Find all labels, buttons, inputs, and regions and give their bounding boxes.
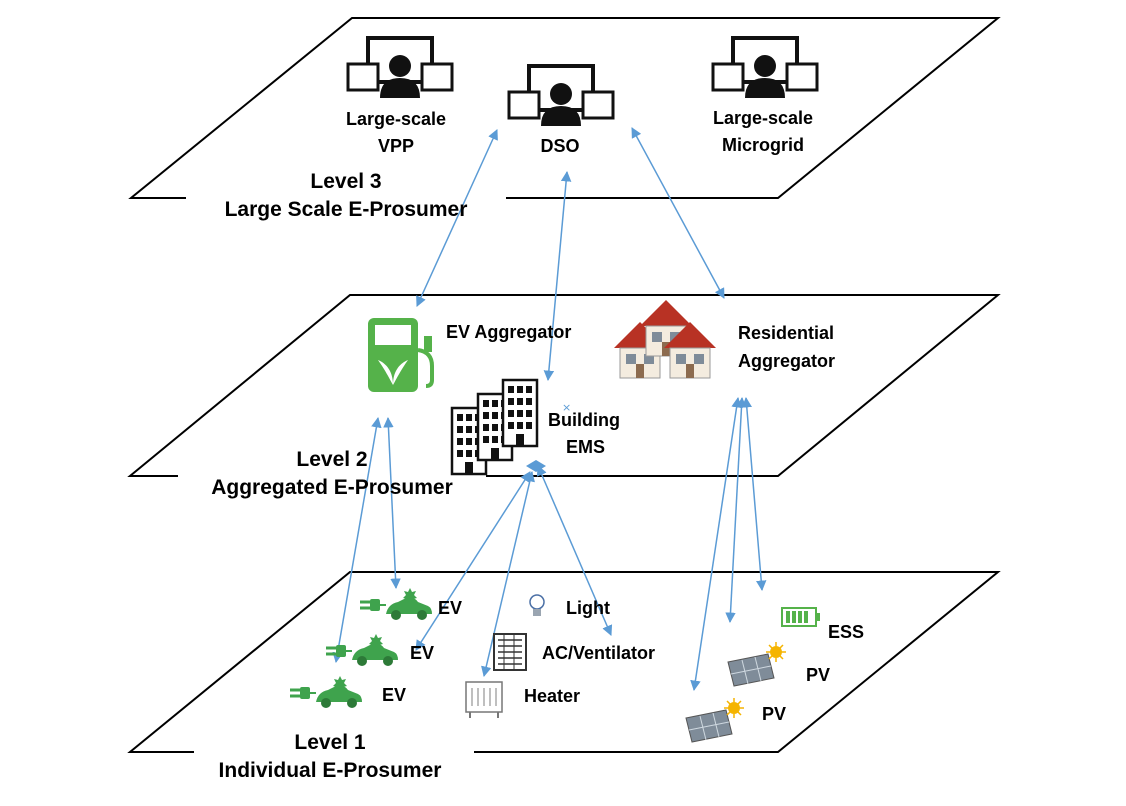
building-ems-label-line2: EMS	[566, 437, 605, 457]
fuel-station-icon	[368, 318, 434, 392]
level1-label-box	[194, 722, 474, 784]
arrow-building-heater	[481, 470, 535, 678]
arrow-evagg-ev1	[383, 416, 401, 590]
lightbulb-icon	[529, 594, 545, 616]
level3-label-line2: Large Scale E-Prosumer	[225, 198, 468, 221]
heater-icon	[465, 681, 503, 718]
microgrid-label-line1: Large-scale	[713, 108, 813, 128]
arrow-vpp-evagg	[416, 129, 498, 307]
ev-label-3: EV	[382, 685, 406, 705]
ac-unit-icon	[493, 633, 527, 671]
light-label: Light	[566, 598, 610, 618]
ev-aggregator-label: EV Aggregator	[446, 322, 571, 342]
ev-label-2: EV	[410, 643, 434, 663]
building-ems-label-line1: Building	[548, 410, 620, 430]
level1-label-line1: Level 1	[294, 731, 366, 754]
residential-aggregator-label-line1: Residential	[738, 323, 834, 343]
level2-label-line2: Aggregated E-Prosumer	[211, 476, 453, 499]
connection-arrows	[332, 127, 767, 692]
x-marker: ×	[562, 401, 571, 414]
arrow-microgrid-residential	[631, 127, 725, 299]
arrow-evagg-ev3	[332, 416, 382, 664]
heater-label: Heater	[524, 686, 580, 706]
battery-icon	[781, 607, 820, 627]
pv-label-2: PV	[762, 704, 786, 724]
microgrid-label-line2: Microgrid	[722, 135, 804, 155]
dso-label: DSO	[540, 136, 579, 156]
level3-label-line1: Level 3	[310, 170, 381, 193]
level1-label-line2: Individual E-Prosumer	[219, 759, 442, 782]
residential-aggregator-label-line2: Aggregator	[738, 351, 835, 371]
building-ems-junction	[526, 460, 546, 472]
ev-label-1: EV	[438, 598, 462, 618]
arrow-residential-pv1	[725, 396, 747, 624]
level2-label-line1: Level 2	[296, 448, 367, 471]
ess-label: ESS	[828, 622, 864, 642]
vpp-label-line1: Large-scale	[346, 109, 446, 129]
ac-ventilator-label: AC/Ventilator	[542, 643, 655, 663]
pv-label-1: PV	[806, 665, 830, 685]
arrow-dso-building	[543, 170, 572, 382]
arrow-building-acvent	[536, 465, 613, 636]
vpp-label-line2: VPP	[378, 136, 414, 156]
arrow-residential-ess	[741, 396, 767, 592]
